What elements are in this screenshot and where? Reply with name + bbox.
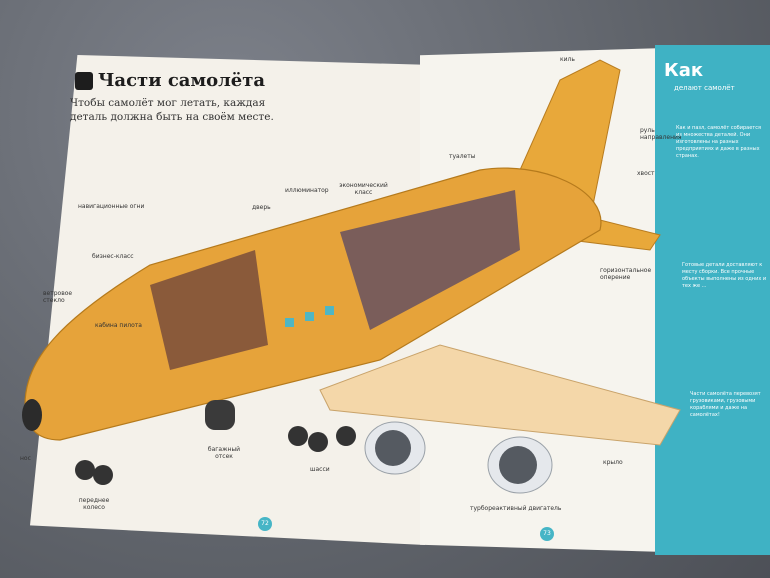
economy-cabin-cutaway xyxy=(340,190,520,330)
engine-right xyxy=(487,436,553,494)
sidebar-text-1: Как и пазл, самолёт собирается из множес… xyxy=(676,125,761,159)
intro-text: Чтобы самолёт мог летать, каждая деталь … xyxy=(70,97,274,123)
label-front-wheel: переднее колесо xyxy=(78,497,110,511)
page-number-left: 72 xyxy=(258,517,272,531)
baggage-hatch xyxy=(205,400,235,430)
window xyxy=(305,312,314,321)
label-toilets: туалеты xyxy=(449,153,476,160)
label-tail: хвост xyxy=(637,170,655,177)
engine-left xyxy=(364,421,426,475)
sidebar-panel xyxy=(655,45,770,555)
wing-shape xyxy=(319,344,681,446)
label-stabilizer: горизонтальное оперение xyxy=(600,267,652,281)
label-nose: нос xyxy=(20,455,31,462)
label-engine: турбореактивный двигатель xyxy=(470,505,562,512)
front-landing-gear xyxy=(75,460,113,485)
sidebar-text-2: Готовые детали доставляют к месту сборки… xyxy=(682,262,767,289)
sidebar-title: Как xyxy=(664,60,704,81)
label-nav-lights: навигационные огни xyxy=(78,203,145,210)
sidebar-subtitle: делают самолёт xyxy=(674,84,735,92)
window xyxy=(285,318,294,327)
label-wing: крыло xyxy=(603,459,623,466)
label-baggage: багажный отсек xyxy=(207,446,241,460)
label-business: бизнес-класс xyxy=(92,253,134,260)
label-windshield: ветровое стекло xyxy=(43,290,73,304)
nose-cone xyxy=(22,399,42,431)
sidebar-text-3: Части самолёта перевозят грузовиками, гр… xyxy=(690,391,761,418)
page-title: Части самолёта xyxy=(98,70,266,91)
label-chassis: шасси xyxy=(310,466,330,473)
main-landing-gear xyxy=(288,426,356,452)
label-porthole: иллюминатор xyxy=(285,187,329,194)
label-rudder: руль направления xyxy=(640,127,682,141)
window xyxy=(325,306,334,315)
label-door: дверь xyxy=(252,204,271,211)
page-number-right: 73 xyxy=(540,527,554,541)
label-cockpit: кабина пилота xyxy=(95,322,142,329)
business-cabin-cutaway xyxy=(150,250,268,370)
label-fin: киль xyxy=(560,56,575,63)
label-economy: экономический класс xyxy=(339,182,388,196)
plane-icon xyxy=(75,72,93,90)
